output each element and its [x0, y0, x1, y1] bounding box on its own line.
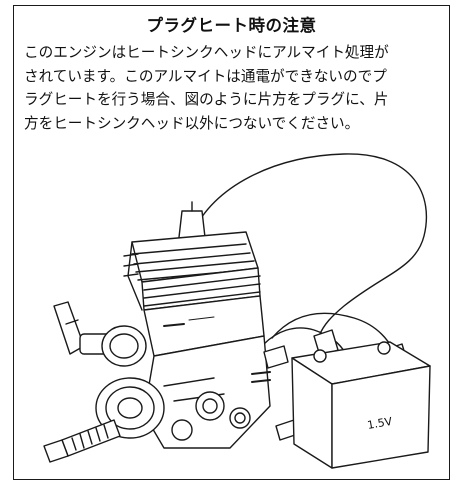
engine-battery-illustration: 1.5V [43, 153, 431, 469]
plug-wire [191, 153, 428, 337]
notice-title: プラグヒート時の注意 [146, 16, 317, 35]
muffler-icon [43, 419, 121, 463]
notice-body: このエンジンはヒートシンクヘッドにアルマイト処理が されています。このアルマイト… [24, 41, 442, 135]
ground-wire [263, 327, 347, 355]
battery-icon [291, 341, 431, 469]
notice-panel: プラグヒート時の注意 このエンジンはヒートシンクヘッドにアルマイト処理が されて… [13, 5, 450, 480]
prop-hub-icon [53, 301, 147, 367]
notice-line: このエンジンはヒートシンクヘッドにアルマイト処理が [24, 44, 389, 61]
notice-line: 方をヒートシンクヘッド以外につないでください。 [24, 114, 360, 132]
notice-line: されています。このアルマイトは通電ができないのでプ [24, 67, 387, 85]
crankcase-icon [143, 335, 271, 449]
battery-voltage-label: 1.5V [366, 415, 393, 432]
notice-line: ラグヒートを行う場合、図のように片方をプラグに、片 [24, 91, 389, 108]
